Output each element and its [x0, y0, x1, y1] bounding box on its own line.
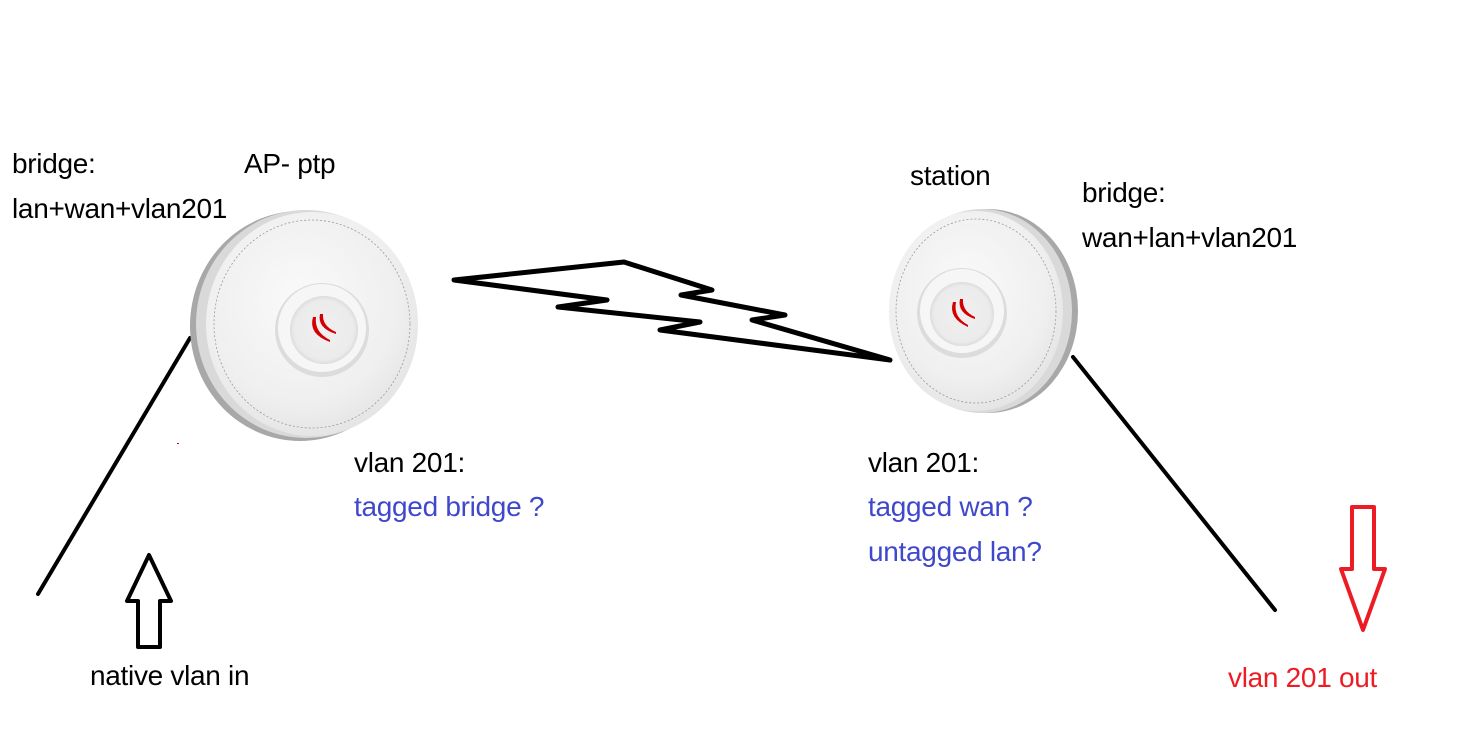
ap-bridge-title: bridge:	[12, 148, 96, 179]
ap-vlan-question: tagged bridge ?	[354, 491, 545, 522]
station-vlan-question-1: tagged wan ?	[868, 491, 1033, 522]
stray-dot	[177, 443, 179, 444]
station-bridge-members: wan+lan+vlan201	[1082, 222, 1298, 253]
output-label: vlan 201 out	[1228, 662, 1377, 693]
ap-bridge-members: lan+wan+vlan201	[12, 193, 228, 224]
ap-vlan-title: vlan 201:	[354, 447, 465, 478]
station-device-icon	[889, 209, 1078, 413]
arrow-down-icon	[1339, 505, 1387, 632]
lightning-bolt-icon	[451, 259, 893, 363]
ap-cable	[36, 336, 192, 596]
station-bridge-title: bridge:	[1082, 177, 1166, 208]
input-label: native vlan in	[90, 660, 250, 691]
station-logo-icon	[952, 299, 975, 327]
ap-logo-icon	[312, 314, 336, 342]
station-role-label: station	[910, 160, 991, 191]
ap-role-label: AP- ptp	[244, 148, 336, 179]
ap-device-icon	[190, 210, 418, 441]
arrow-up-icon	[125, 553, 173, 649]
station-vlan-title: vlan 201:	[868, 447, 979, 478]
station-cable	[1071, 355, 1277, 612]
station-vlan-question-2: untagged lan?	[868, 536, 1042, 567]
